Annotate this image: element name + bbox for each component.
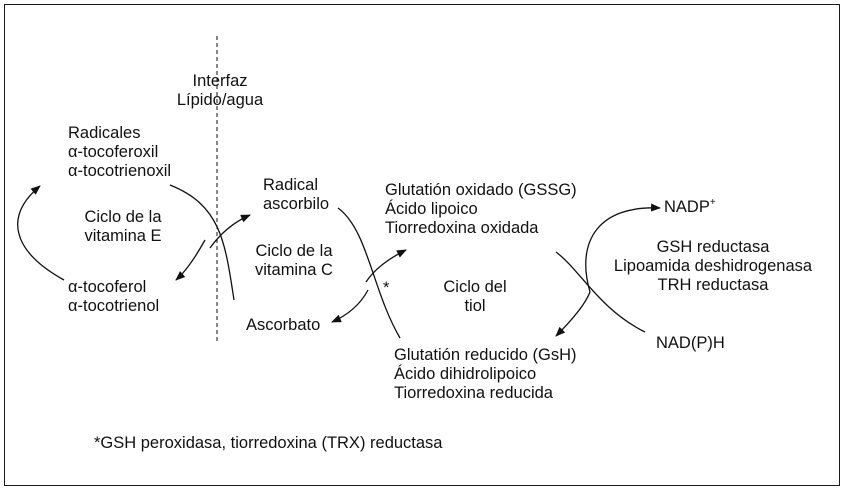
thiol-cycle-line2: tiol xyxy=(464,297,486,315)
ascorbyl-radical-line2: ascorbilo xyxy=(263,195,330,213)
reductase-to-nadp-arrow xyxy=(585,203,661,293)
vitamin-e-cycle-line1: Ciclo de la xyxy=(84,208,162,226)
tocopherol-label: α-tocoferol xyxy=(68,278,147,296)
gsh-reductase-label: GSH reductasa xyxy=(656,238,770,256)
ascorbate-label: Ascorbato xyxy=(246,316,321,334)
lipoic-acid-label: Ácido lipoico xyxy=(385,200,478,218)
vitamin-c-cycle-arc xyxy=(337,207,401,339)
vitamin-e-radicals: Radicales α-tocoferoxil α-tocotrienoxil xyxy=(68,124,171,181)
trh-reductase-label: TRH reductasa xyxy=(657,276,769,294)
ascorbate-to-vitamin-e-arrow xyxy=(175,239,206,281)
gssg-label: Glutatión oxidado (GSSG) xyxy=(385,181,577,199)
nadp-superscript: + xyxy=(709,196,716,208)
nadp-label: NADP+ xyxy=(664,196,716,217)
footnote: *GSH peroxidasa, tiorredoxina (TRX) redu… xyxy=(94,434,443,452)
vitamin-e-to-vitamin-c-arc xyxy=(169,184,235,301)
oxidized-thioredoxin-label: Tiorredoxina oxidada xyxy=(385,219,539,237)
ascorbyl-radical-line1: Radical xyxy=(263,176,319,194)
interface-label: Interfaz Lípido/agua xyxy=(160,72,280,110)
thiol-oxidized: Glutatión oxidado (GSSG) Ácido lipoico T… xyxy=(385,181,577,238)
interface-line1: Interfaz xyxy=(192,72,248,90)
vitamin-c-cycle-line1: Ciclo de la xyxy=(255,242,333,260)
tocotrienoxyl-label: α-tocotrienoxil xyxy=(68,162,172,180)
vitamin-e-cycle-line2: vitamina E xyxy=(84,227,162,245)
tocopheroxyl-label: α-tocoferoxil xyxy=(68,143,159,161)
thiol-cycle-label: Ciclo del tiol xyxy=(420,278,530,316)
ascorbate-out-arrow xyxy=(331,289,369,323)
nadp-text: NADP xyxy=(664,198,710,216)
thiol-cycle-arc xyxy=(555,251,646,333)
vitamin-c-to-ascorbyl-arrow xyxy=(209,214,251,249)
reductase-enzymes: GSH reductasa Lipoamida deshidrogenasa T… xyxy=(595,238,831,295)
reduced-thioredoxin-label: Tiorredoxina reducida xyxy=(394,384,553,402)
vitamin-c-cycle-line2: vitamina C xyxy=(255,261,333,279)
interface-line2: Lípido/agua xyxy=(176,91,264,109)
diagram-frame xyxy=(4,4,840,486)
asterisk-mark: * xyxy=(383,279,390,297)
gssg-arrow xyxy=(365,249,407,283)
gsh-label: Glutatión reducido (GsH) xyxy=(394,346,577,364)
vitamin-e-cycle-label: Ciclo de la vitamina E xyxy=(58,208,188,246)
tocotrienol-label: α-tocotrienol xyxy=(68,297,160,315)
radicals-heading: Radicales xyxy=(68,124,141,142)
vitamin-e-reduced: α-tocoferol α-tocotrienol xyxy=(68,278,159,316)
vitamin-e-cycle-arrow xyxy=(17,185,65,281)
lipoamide-dehydrogenase-label: Lipoamida deshidrogenasa xyxy=(613,257,813,275)
vitamin-c-cycle-label: Ciclo de la vitamina C xyxy=(234,242,354,280)
ascorbyl-radical: Radical ascorbilo xyxy=(263,176,329,214)
thiol-cycle-line1: Ciclo del xyxy=(443,278,507,296)
thiol-reduced: Glutatión reducido (GsH) Ácido dihidroli… xyxy=(394,346,577,403)
dihydrolipoic-acid-label: Ácido dihidrolipoico xyxy=(394,365,537,383)
reductase-to-gsh-arrow xyxy=(555,291,591,337)
nadph-label: NAD(P)H xyxy=(656,334,725,352)
